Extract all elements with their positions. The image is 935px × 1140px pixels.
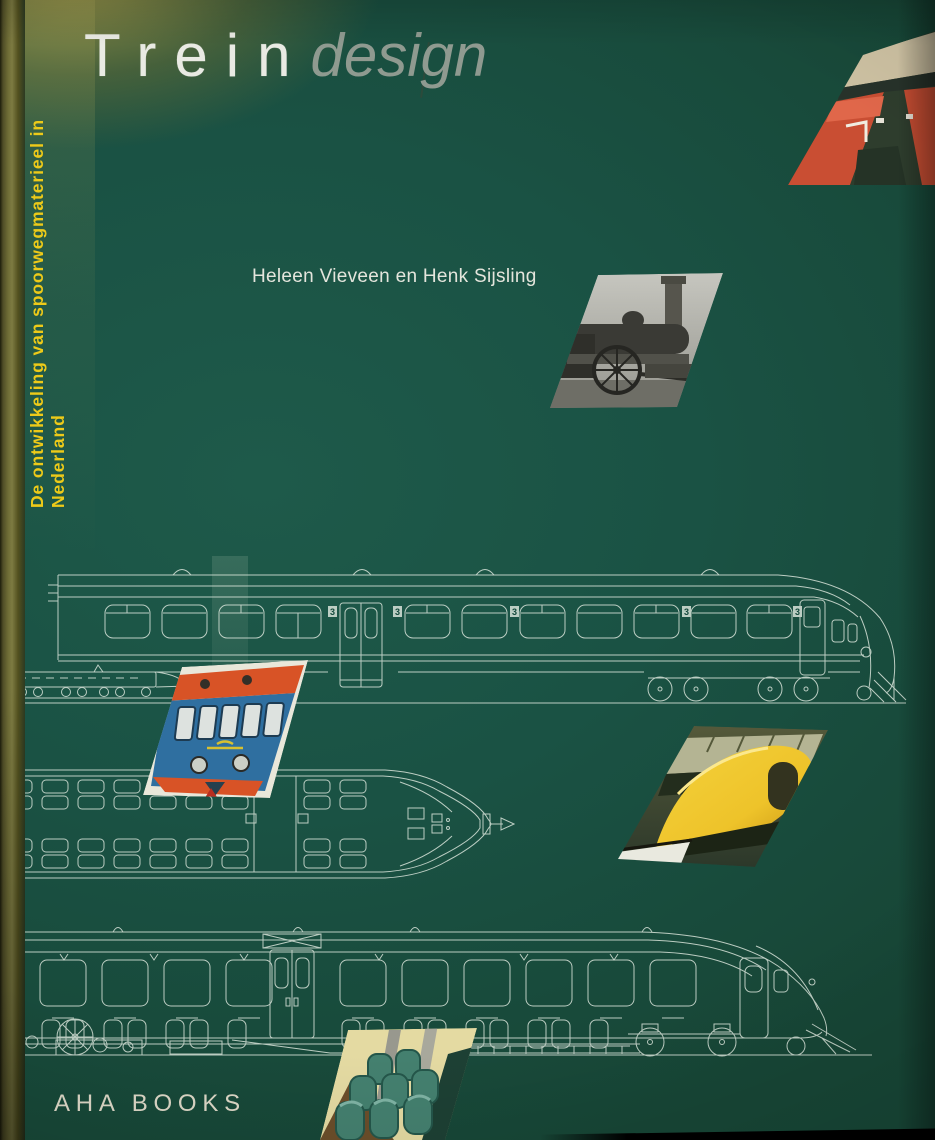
window-row	[104, 604, 793, 639]
steam-locomotive-art	[550, 273, 723, 408]
author-line: Heleen Vieveen en Henk Sijsling	[252, 266, 537, 287]
train-interior-art	[788, 31, 935, 185]
inset-yellow-train-design-photo	[618, 726, 828, 867]
class-3-marker: 3	[684, 607, 689, 617]
book-bottom-edge	[540, 1128, 935, 1140]
inset-train-interior-photo	[788, 31, 935, 185]
class-3-marker: 3	[330, 607, 335, 617]
ns-train-front-art	[143, 660, 308, 798]
title-part-trein: Trein	[84, 22, 309, 89]
page-title: Treindesign	[84, 26, 487, 86]
yellow-train-art	[618, 726, 828, 867]
inset-ns-train-front-photo	[143, 660, 308, 798]
technical-drawing-streamliner-side-view: 3 3 3 3 3	[8, 569, 907, 704]
class-markers: 3 3 3 3 3	[328, 606, 802, 617]
mini-train-drawing	[8, 664, 189, 699]
technical-drawing-cutaway-side-view	[0, 927, 872, 1057]
cab-nose-plan	[399, 781, 515, 867]
publisher-name: AHA BOOKS	[54, 1090, 246, 1117]
mid-door	[339, 602, 383, 688]
teal-seats-art	[320, 1028, 477, 1140]
cab	[739, 945, 819, 1039]
carbody	[48, 569, 896, 694]
bogies	[647, 676, 872, 702]
class-3-marker: 3	[795, 607, 800, 617]
spine-subtitle: De ontwikkeling van spoorwegmaterieel in…	[27, 118, 68, 508]
windows-and-seats	[39, 959, 697, 1049]
inset-steam-locomotive-photo	[550, 273, 723, 408]
title-part-design: design	[310, 22, 488, 89]
cab-and-nose	[799, 599, 907, 703]
book-spine	[0, 0, 25, 1140]
class-3-marker: 3	[512, 607, 517, 617]
inset-teal-seats-photo	[320, 1028, 477, 1140]
roof	[22, 927, 828, 1037]
class-3-marker: 3	[395, 607, 400, 617]
